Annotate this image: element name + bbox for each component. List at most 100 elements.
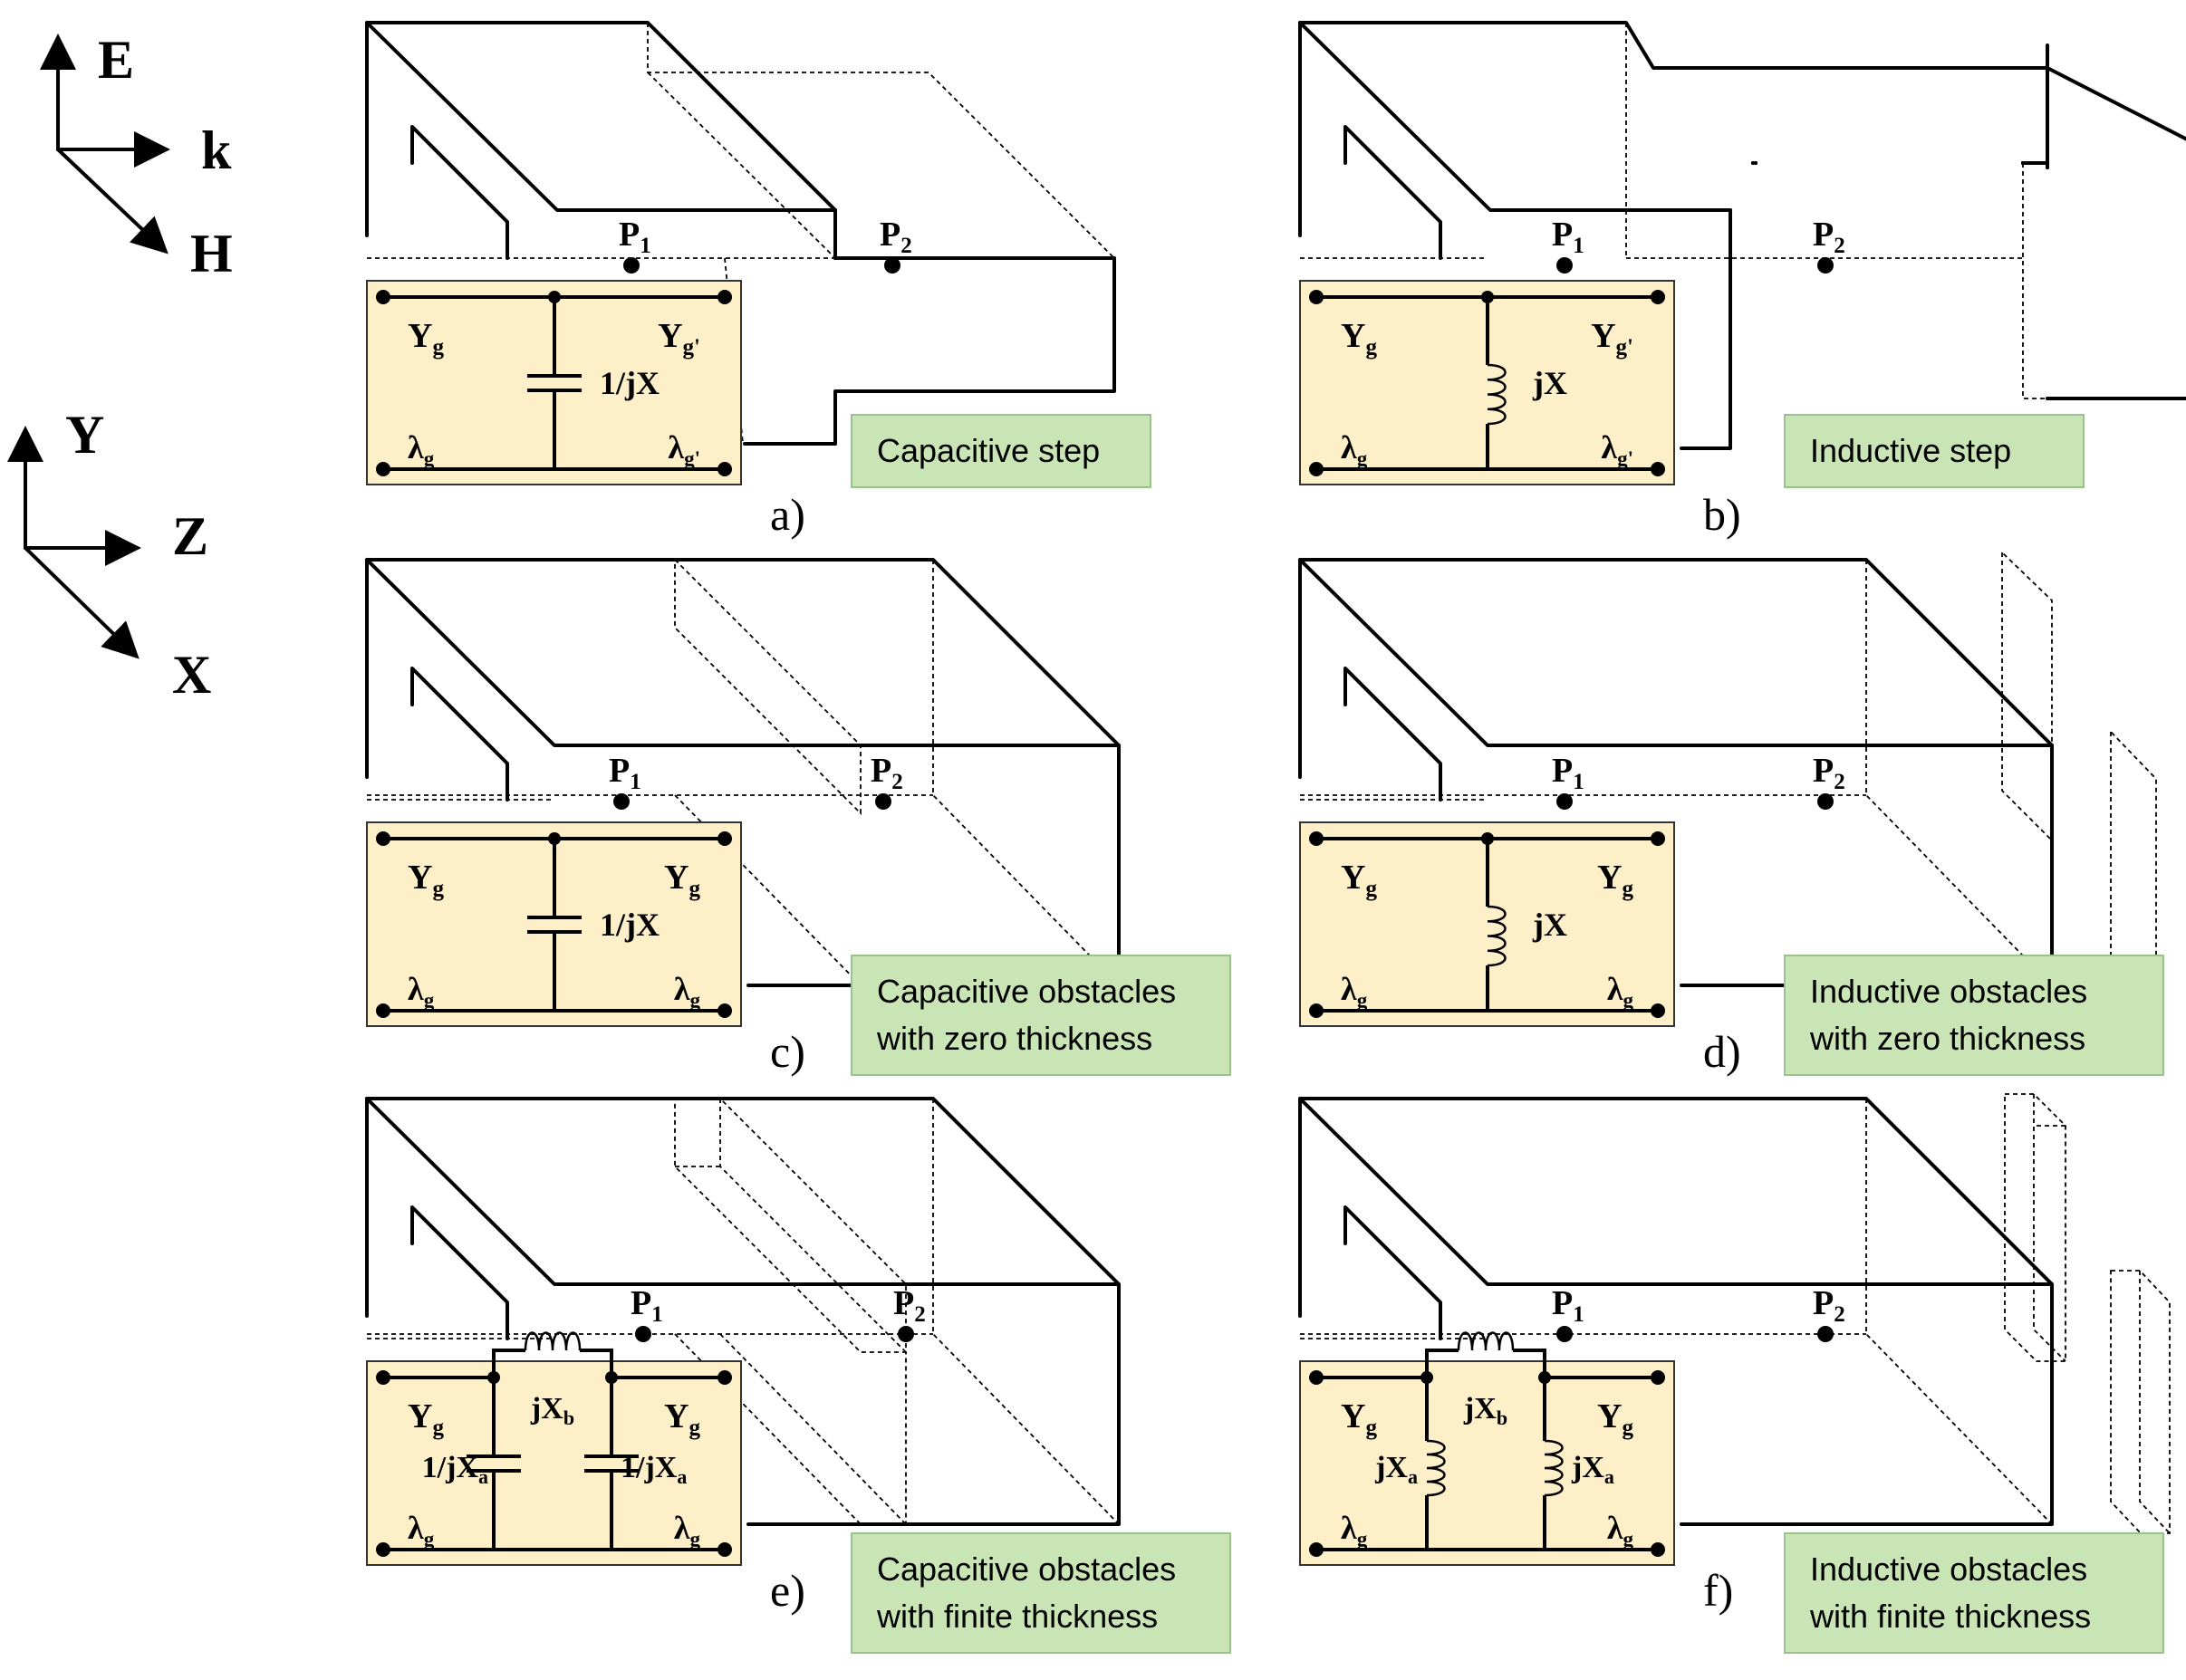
wavelength-right: λg: [1607, 1510, 1634, 1550]
caption-box: [851, 414, 1151, 488]
panel-letter: c): [770, 1026, 805, 1077]
panel-letter: b): [1703, 489, 1741, 540]
admittance-right: Yg': [658, 317, 700, 360]
port-2-label: P2: [893, 1284, 926, 1327]
guide-outline: [365, 1097, 1121, 1526]
k-axis-label: k: [201, 120, 232, 180]
terminal-1: [376, 1370, 390, 1385]
series-reactance-label: jXb: [1463, 1392, 1507, 1429]
port-1-label: P1: [1552, 1284, 1584, 1327]
equivalent-circuit-box: [366, 1360, 742, 1566]
port-1-dot: [1556, 257, 1573, 274]
admittance-left: Yg: [408, 1397, 444, 1440]
obstacle: [674, 557, 862, 816]
port-1-dot: [623, 257, 640, 274]
wavelength-left: λg: [408, 429, 435, 470]
wavelength-right: λg': [668, 429, 700, 470]
port-1-dot: [1556, 1326, 1573, 1342]
port-2-label: P2: [1813, 216, 1845, 258]
z-axis-label: Z: [172, 506, 208, 566]
shunt-reactance-label-left: 1/jXa: [422, 1451, 488, 1488]
caption-line-2: with zero thickness: [876, 1020, 1152, 1057]
x-axis-arrow: [24, 546, 140, 659]
terminal-4: [1651, 462, 1665, 476]
shunt-reactance-label-left: jXa: [1374, 1451, 1418, 1488]
aperture: [410, 1205, 509, 1340]
terminal-3: [1309, 462, 1324, 476]
shunt-inductor-a2: [1544, 1439, 1564, 1497]
terminal-3: [376, 462, 390, 476]
terminal-1: [1309, 1370, 1324, 1385]
guide-outline: [1298, 1097, 2054, 1526]
wavelength-right: λg: [674, 1510, 701, 1550]
wavelength-left: λg: [408, 1510, 435, 1550]
admittance-left: Yg: [1341, 859, 1377, 901]
port-2-dot: [898, 1326, 914, 1342]
terminal-4: [1651, 1003, 1665, 1018]
port-2-dot: [1817, 257, 1834, 274]
caption-box: [1784, 414, 2085, 488]
port-2-label: P2: [871, 752, 903, 794]
port-2-dot: [884, 257, 900, 274]
port-1-label: P1: [1552, 216, 1584, 258]
shunt-reactance-label-right: jXa: [1571, 1451, 1614, 1488]
admittance-right: Yg: [1597, 859, 1633, 901]
terminal-3: [376, 1542, 390, 1557]
series-inductor: [524, 1331, 582, 1351]
wavelength-right: λg: [674, 971, 701, 1012]
wavelength-left: λg: [1341, 971, 1368, 1012]
port-2-label: P2: [880, 216, 912, 258]
port-2-label: P2: [1813, 1284, 1845, 1327]
reactance-label: jX: [1532, 907, 1567, 943]
reactance-label: 1/jX: [600, 365, 660, 401]
port-1-label: P1: [619, 216, 651, 258]
terminal-2: [1651, 831, 1665, 846]
admittance-right: Yg: [664, 859, 700, 901]
caption-line-1: Capacitive obstacles: [877, 1550, 1176, 1588]
terminal-1: [376, 290, 390, 304]
admittance-left: Yg: [1341, 1397, 1377, 1440]
caption-line-1: Inductive obstacles: [1810, 973, 2087, 1010]
panel-letter: e): [770, 1565, 805, 1616]
axes-ekh: E k H: [40, 30, 233, 283]
terminal-2: [1651, 290, 1665, 304]
terminal-3: [376, 1003, 390, 1018]
obstacle-left: [2001, 550, 2053, 843]
caption-box: [1784, 955, 2164, 1076]
caption-line-1: Capacitive obstacles: [877, 973, 1176, 1010]
admittance-left: Yg: [1341, 317, 1377, 360]
equivalent-circuit-box: [1299, 1360, 1675, 1566]
terminal-1: [376, 831, 390, 846]
caption-box: [851, 955, 1231, 1076]
terminal-3: [1309, 1542, 1324, 1557]
series-inductor: [1457, 1331, 1515, 1351]
caption-box: [851, 1532, 1231, 1654]
port-2-dot: [1817, 1326, 1834, 1342]
admittance-left: Yg: [408, 859, 444, 901]
terminal-4: [1651, 1542, 1665, 1557]
h-axis-label: H: [190, 224, 233, 283]
admittance-right: Yg': [1591, 317, 1633, 360]
port-1-label: P1: [631, 1284, 663, 1327]
aperture: [1343, 667, 1442, 802]
guide-outline: [1298, 21, 2049, 169]
port-2-label: P2: [1813, 752, 1845, 794]
terminal-2: [717, 1370, 732, 1385]
caption-line-1: Inductive obstacles: [1810, 1550, 2087, 1588]
panel-letter: d): [1703, 1026, 1741, 1077]
terminal-1: [1309, 290, 1324, 304]
h-axis-arrow: [56, 148, 169, 254]
y-axis-label: Y: [65, 405, 104, 465]
wavelength-left: λg: [1341, 1510, 1368, 1550]
terminal-4: [717, 1542, 732, 1557]
admittance-right: Yg: [664, 1397, 700, 1440]
wavelength-right: λg': [1601, 429, 1633, 470]
terminal-2: [717, 831, 732, 846]
e-axis-label: E: [98, 30, 134, 90]
admittance-right: Yg: [1597, 1397, 1633, 1440]
